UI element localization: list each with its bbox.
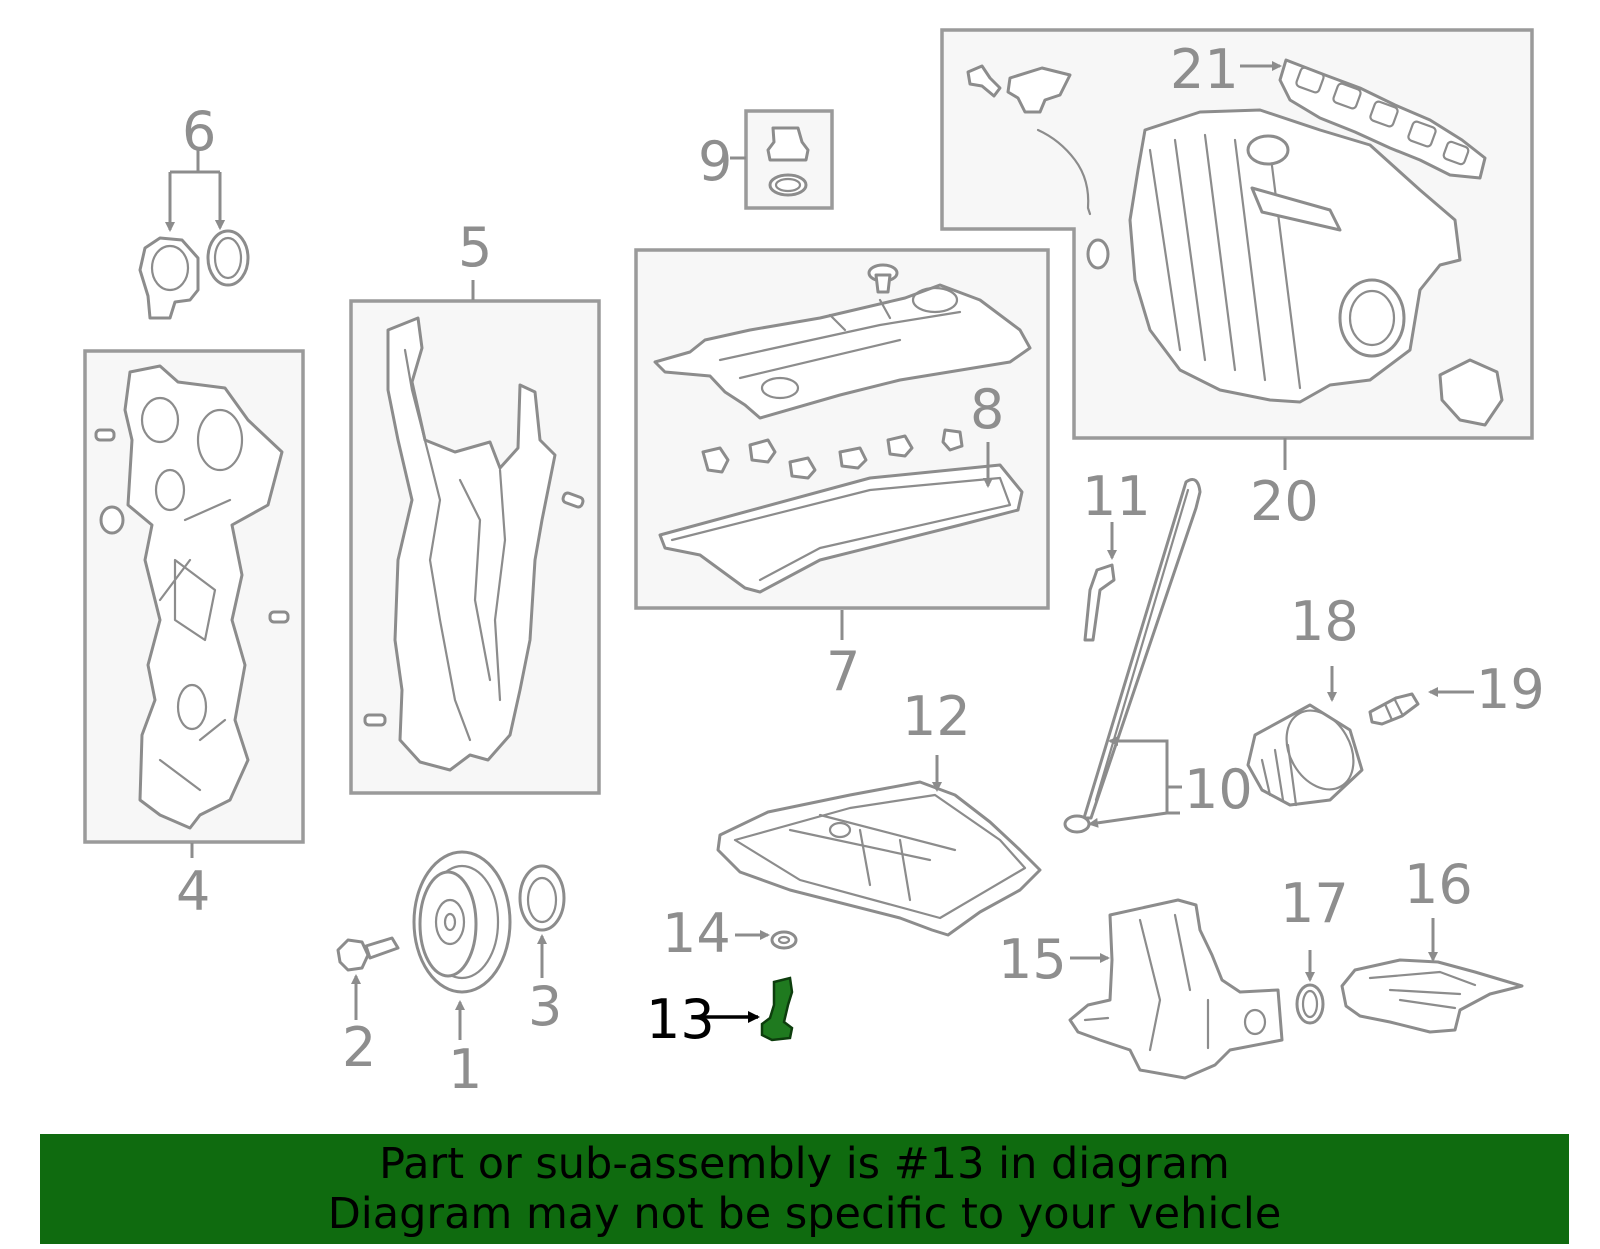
callout-15: 15	[998, 928, 1067, 991]
callout-19: 19	[1476, 658, 1545, 721]
part-13-drain-plug-highlighted	[700, 976, 794, 1042]
spark-plug-seals	[701, 428, 964, 480]
part-18-oil-filter-group	[1246, 666, 1364, 807]
callout-9: 9	[698, 130, 732, 193]
part-9-filler-cap-group	[730, 109, 834, 210]
part-2-bolt-group	[336, 936, 400, 1020]
callout-4: 4	[176, 860, 210, 923]
part-7-valve-cover-group	[634, 248, 1050, 640]
callout-11: 11	[1082, 465, 1151, 528]
part-1-pulley-group	[412, 850, 512, 1040]
callout-14: 14	[662, 902, 731, 965]
callout-5: 5	[458, 216, 492, 279]
part-20-intake-manifold-group	[940, 28, 1534, 470]
callout-13-highlighted: 13	[646, 988, 715, 1051]
banner-line-2: Diagram may not be specific to your vehi…	[327, 1189, 1282, 1239]
part-6-seal-group	[138, 150, 250, 320]
callout-labels: 1 2 3 4 5 6 7 8 9 10 11 12 13 14 15 16 1…	[176, 38, 1545, 1101]
part-12-oil-pan-group	[716, 755, 1042, 937]
callout-17: 17	[1280, 872, 1349, 935]
part-14-washer-group	[735, 930, 798, 950]
part-4-timing-cover-group	[83, 349, 305, 858]
part-17-o-ring-group	[1295, 950, 1325, 1025]
part-16-strainer-group	[1340, 918, 1524, 1034]
part-5-gasket-group	[349, 280, 601, 795]
callout-10: 10	[1184, 758, 1253, 821]
callout-1: 1	[448, 1038, 482, 1101]
part-info-banner: Part or sub-assembly is #13 in diagram D…	[40, 1134, 1569, 1244]
part-3-seal-group	[518, 864, 566, 978]
part-21-gasket	[1278, 58, 1487, 180]
callout-6: 6	[182, 100, 216, 163]
callout-7: 7	[826, 640, 860, 703]
callout-2: 2	[342, 1016, 376, 1079]
part-10-11-dipstick-group	[1063, 478, 1202, 834]
callout-12: 12	[902, 685, 971, 748]
callout-3: 3	[528, 975, 562, 1038]
part-19-sensor-group	[1368, 687, 1474, 726]
callout-18: 18	[1290, 590, 1359, 653]
callout-16: 16	[1404, 853, 1473, 916]
callout-8: 8	[970, 378, 1004, 441]
callout-20: 20	[1250, 470, 1319, 533]
callout-21: 21	[1170, 38, 1239, 101]
banner-line-1: Part or sub-assembly is #13 in diagram	[379, 1139, 1230, 1189]
part-15-oil-pump-group	[1068, 898, 1284, 1080]
